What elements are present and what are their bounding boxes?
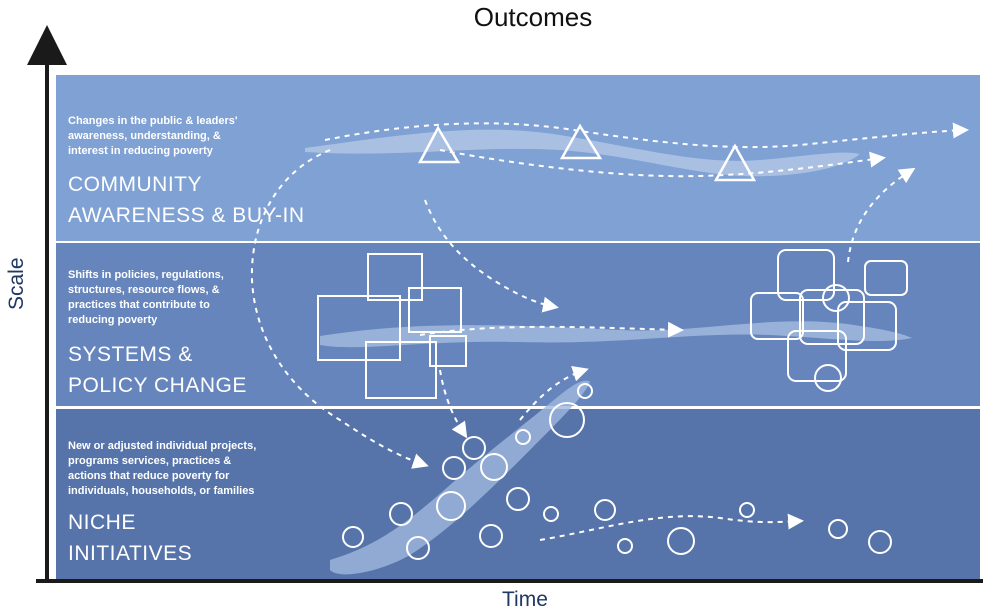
initiative-circle xyxy=(543,506,559,522)
dashed-arrow xyxy=(439,369,468,439)
systems-ribbon xyxy=(320,321,912,348)
policy-square xyxy=(864,260,908,296)
policy-square xyxy=(799,289,865,345)
description-line: Changes in the public & leaders' xyxy=(68,115,238,127)
systems-heading: SYSTEMS & POLICY CHANGE xyxy=(68,339,368,401)
triangle-marker xyxy=(559,123,603,160)
initiative-circle xyxy=(406,536,430,560)
dashed-arrow xyxy=(419,321,684,338)
policy-square xyxy=(837,301,897,351)
niche-description: New or adjusted individual projects, pro… xyxy=(68,439,298,499)
initiative-circle xyxy=(506,487,530,511)
community-heading: COMMUNITY AWARENESS & BUY-IN xyxy=(68,169,368,231)
policy-square xyxy=(750,292,804,340)
policy-square xyxy=(408,287,462,333)
initiative-circle xyxy=(617,538,633,554)
initiative-circle xyxy=(667,527,695,555)
heading-line: AWARENESS & BUY-IN xyxy=(68,204,305,227)
heading-line: POLICY CHANGE xyxy=(68,374,247,397)
description-line: programs services, practices & xyxy=(68,455,232,467)
policy-square xyxy=(365,341,437,399)
community-description: Changes in the public & leaders' awarene… xyxy=(68,114,298,159)
heading-line: COMMUNITY xyxy=(68,173,202,196)
description-line: structures, resource flows, & xyxy=(68,284,220,296)
policy-square xyxy=(317,295,401,361)
triangle-marker xyxy=(713,143,757,182)
initiative-circle xyxy=(342,526,364,548)
dashed-arrow xyxy=(539,513,804,541)
description-line: awareness, understanding, & xyxy=(68,130,221,142)
description-line: Shifts in policies, regulations, xyxy=(68,269,224,281)
policy-circle xyxy=(814,364,842,392)
policy-square xyxy=(777,249,835,301)
diagram-title: Outcomes xyxy=(473,2,593,32)
initiative-circle xyxy=(480,453,508,481)
description-line: New or adjusted individual projects, xyxy=(68,440,257,452)
initiative-circle xyxy=(577,383,593,399)
dashed-arrow xyxy=(519,366,589,421)
policy-square xyxy=(367,253,423,301)
dashed-arrow xyxy=(424,199,559,313)
dashed-arrow xyxy=(324,122,969,149)
description-line: reducing poverty xyxy=(68,314,158,326)
niche-heading: NICHE INITIATIVES xyxy=(68,507,368,569)
systems-description: Shifts in policies, regulations, structu… xyxy=(68,268,298,328)
policy-circle xyxy=(822,284,850,312)
description-line: individuals, households, or families xyxy=(68,485,255,497)
y-axis-label: Scale xyxy=(5,257,28,310)
heading-line: SYSTEMS & xyxy=(68,343,193,366)
x-axis-label: Time xyxy=(502,588,548,611)
initiative-circle xyxy=(594,499,616,521)
initiative-circle xyxy=(868,530,892,554)
description-line: interest in reducing poverty xyxy=(68,145,213,157)
initiative-circle xyxy=(739,502,755,518)
dashed-arrow xyxy=(847,167,916,263)
community-ribbon xyxy=(305,129,860,177)
initiative-circle xyxy=(442,456,466,480)
initiative-circle xyxy=(436,491,466,521)
initiative-circle xyxy=(462,436,486,460)
initiative-circle xyxy=(479,524,503,548)
initiative-circle xyxy=(389,502,413,526)
initiative-circle xyxy=(549,402,585,438)
policy-square xyxy=(429,335,467,367)
description-line: practices that contribute to xyxy=(68,299,210,311)
initiative-circle xyxy=(515,429,531,445)
policy-square xyxy=(787,330,847,382)
triangle-marker xyxy=(417,125,461,164)
heading-line: INITIATIVES xyxy=(68,542,193,565)
dashed-arrow xyxy=(250,149,429,469)
initiative-circle xyxy=(828,519,848,539)
description-line: actions that reduce poverty for xyxy=(68,470,230,482)
heading-line: NICHE xyxy=(68,511,136,534)
dashed-arrow xyxy=(439,149,886,178)
